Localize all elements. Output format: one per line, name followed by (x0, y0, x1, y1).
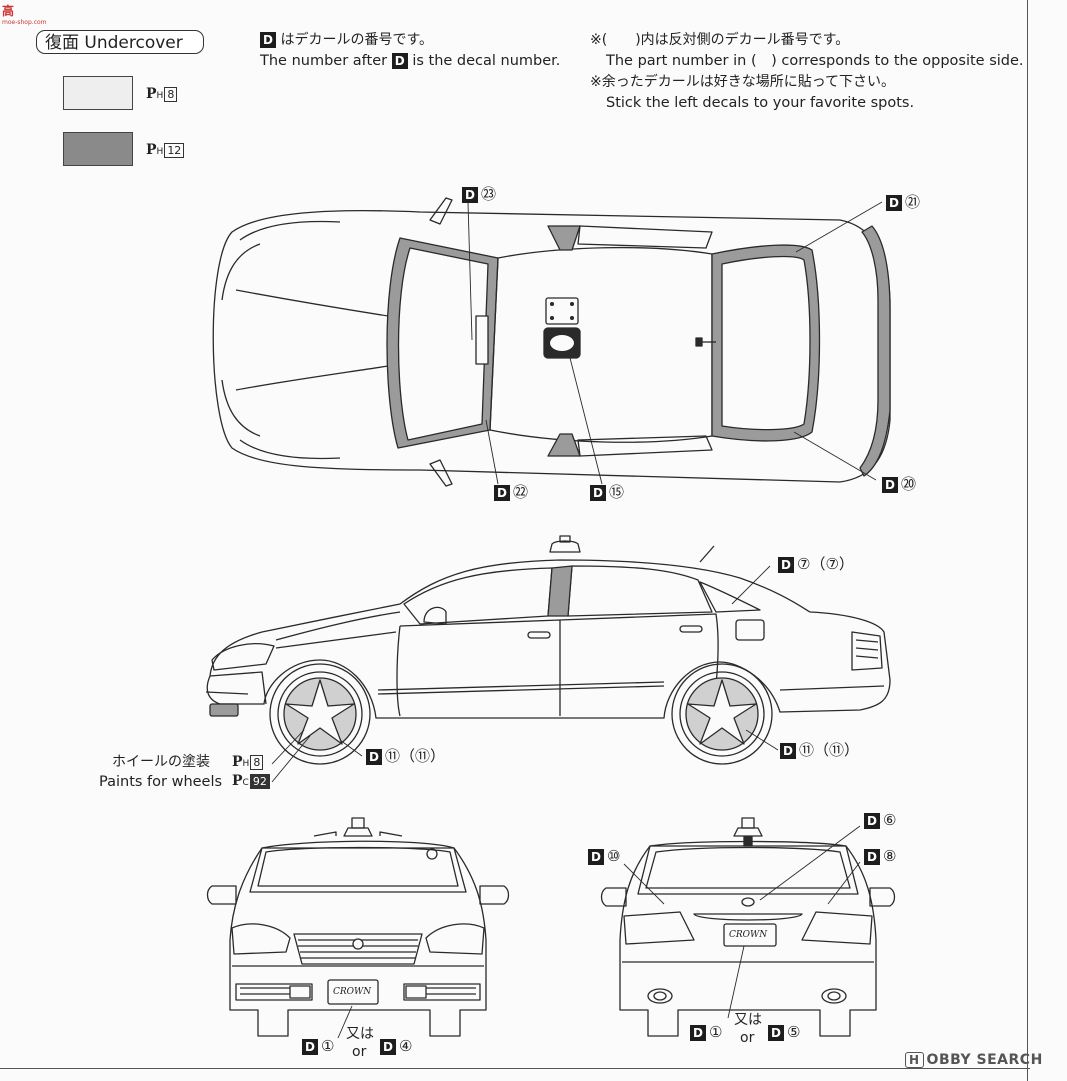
front-or-en: or (352, 1044, 367, 1060)
side-view-leaders (271, 565, 779, 783)
front-or-jp: 又は (346, 1026, 374, 1042)
decal-d-icon: D (778, 556, 794, 573)
note-opposite-side-jp: ※( )内は反対側のデカール番号です。 (590, 32, 850, 48)
swatch-dark-gray (63, 132, 133, 166)
front-wheel (269, 663, 371, 765)
rear-or-jp: 又は (734, 1012, 762, 1028)
frame-right-border (1027, 0, 1028, 1081)
decal-d-icon: D (391, 53, 408, 69)
rear-or-en: or (740, 1030, 755, 1046)
decal-d-icon: D (380, 1038, 396, 1055)
decal-d-icon: D (780, 742, 796, 759)
decal-d-icon: D (260, 32, 276, 48)
swatch-light-gray (63, 76, 133, 110)
decal-d-icon: D (494, 484, 510, 501)
decal-d-icon: D (864, 848, 880, 865)
rear-view-car (600, 817, 896, 1037)
site-logo: 高 moe-shop.com (2, 4, 47, 26)
front-view-car (206, 817, 510, 1037)
top-view-car (212, 197, 891, 487)
decal-d-icon: D (588, 848, 604, 865)
rear-wheel (671, 663, 773, 765)
note-opposite-side-en: The part number in ( ) corresponds to th… (606, 53, 1024, 69)
wheel-paint-label-en: Paints for wheels (99, 774, 223, 790)
wheel-paint-label-jp: ホイールの塗装 (112, 754, 210, 770)
decal-d-icon: D (366, 748, 382, 765)
note-leftover-jp: ※余ったデカールは好きな場所に貼って下さい。 (590, 74, 896, 90)
rear-view-leaders (623, 825, 861, 1019)
decal-d-icon: D (768, 1024, 784, 1041)
decal-d-icon: D (590, 484, 606, 501)
decal-d-icon: D (864, 812, 880, 829)
decal-d-icon: D (462, 186, 478, 203)
side-view-car (205, 535, 891, 765)
decal-d-icon: D (690, 1024, 706, 1041)
decal-d-icon: D (302, 1038, 318, 1055)
front-plate-text: CROWN (333, 987, 372, 997)
frame-bottom-border (0, 1068, 1030, 1069)
top-view-leaders (467, 201, 883, 485)
rear-plate-text: CROWN (729, 930, 768, 940)
front-view-leaders (337, 1005, 353, 1039)
note-decal-number-en: The number after D is the decal number. (260, 53, 561, 69)
note-decal-number-jp: D はデカールの番号です。 (260, 32, 433, 50)
note-leftover-en: Stick the left decals to your favorite s… (606, 95, 915, 111)
decal-d-icon: D (886, 194, 902, 211)
decal-d-icon: D (882, 476, 898, 493)
undercover-section-label: 復面 Undercover (36, 30, 204, 54)
